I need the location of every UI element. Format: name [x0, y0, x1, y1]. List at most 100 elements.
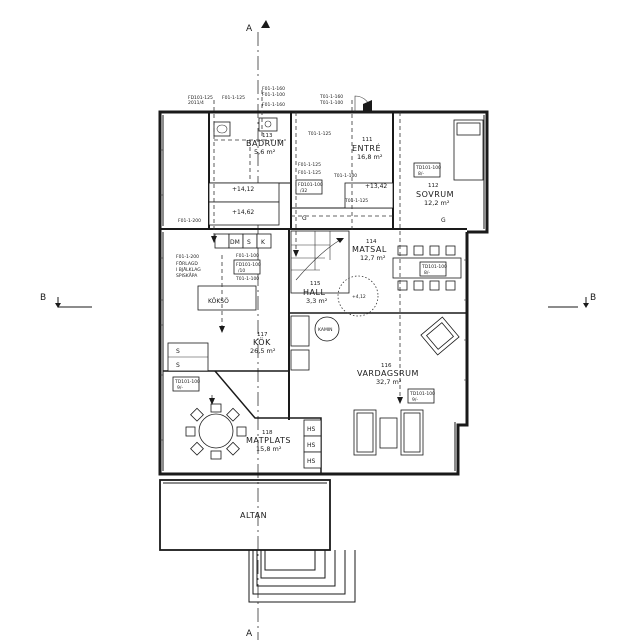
fireplace-label: KAMIN: [318, 327, 333, 333]
vent-tag: FD101-125: [188, 95, 213, 101]
svg-text:KÖK: KÖK: [253, 337, 271, 347]
svg-text:15,8 m²: 15,8 m²: [256, 445, 282, 453]
level-label: +4,12: [352, 294, 366, 300]
svg-text:VARDAGSRUM: VARDAGSRUM: [357, 369, 419, 378]
svg-text:116: 116: [381, 363, 392, 369]
vent-tag: FD101-100: [236, 262, 261, 268]
svg-text:117: 117: [257, 332, 268, 338]
svg-text:32,7 m²: 32,7 m²: [376, 378, 402, 386]
label-s: S: [176, 348, 180, 355]
room-label-badrum: 113 BADRUM 5,6 m²: [246, 133, 284, 156]
vent-tag: F01-1-200: [176, 254, 199, 260]
svg-text:112: 112: [428, 183, 439, 189]
svg-text:12,2 m²: 12,2 m²: [424, 199, 450, 207]
vent-tag: I BJÄLKLAG: [176, 266, 201, 273]
vent-tag: 9/-: [412, 397, 418, 403]
level-label: +14,12: [232, 186, 254, 193]
terrace-label: ALTAN: [240, 511, 267, 520]
svg-text:MATPLATS: MATPLATS: [246, 436, 291, 445]
hs-cabinets: HS HS HS: [303, 419, 322, 469]
terrace-steps: [248, 550, 356, 603]
svg-text:MATSAL: MATSAL: [352, 245, 387, 254]
svg-text:111: 111: [362, 137, 373, 143]
section-mark-b-right: B: [590, 293, 596, 303]
svg-text:16,8 m²: 16,8 m²: [357, 153, 383, 161]
room-label-vardagsrum: 116 VARDAGSRUM 32,7 m²: [357, 363, 419, 386]
section-line-a: A A: [246, 20, 270, 640]
badrum-fixtures: [213, 117, 286, 180]
vent-tag: F01-1-125: [222, 95, 245, 101]
terrace: ALTAN: [159, 479, 331, 551]
label-hs: HS: [307, 458, 316, 465]
svg-text:SOVRUM: SOVRUM: [416, 190, 454, 199]
vent-tag: F01-1-200: [178, 218, 201, 224]
svg-text:115: 115: [310, 281, 321, 287]
vent-tag: T01-1-160: [319, 94, 343, 100]
vent-tag: SPISKÅPA: [176, 272, 198, 279]
level-label: +14,62: [232, 209, 254, 216]
gas-label: G: [441, 217, 446, 224]
label-hs: HS: [307, 442, 316, 449]
fireplace: KAMIN: [314, 316, 340, 342]
label-hs: HS: [307, 426, 316, 433]
vent-tag: /10: [238, 268, 245, 274]
section-mark-a-top: A: [246, 24, 253, 34]
vent-tag: T01-1-125: [344, 198, 368, 204]
label-s: S: [247, 239, 251, 246]
bath-platforms: +14,12 +14,62 +13,42: [208, 182, 394, 226]
vent-tag: FD101-100: [298, 182, 323, 188]
svg-text:26,5 m²: 26,5 m²: [250, 347, 276, 355]
vent-tag: TD101-100: [421, 264, 447, 270]
vent-tags: FD101-125 2011/4 F01-1-125 F01-1-160 F01…: [172, 86, 447, 404]
living-room-furniture: [353, 316, 460, 456]
vent-tag: T01-1-100: [319, 100, 343, 106]
exterior-walls: [158, 110, 489, 476]
vent-tag: F01-1-100: [262, 92, 285, 98]
section-line-b: B B: [40, 293, 596, 308]
room-label-matplats: 118 MATPLATS 15,8 m²: [246, 430, 291, 453]
vent-tag: F01-1-125: [298, 170, 321, 176]
vent-tag: TD101-100: [409, 391, 435, 397]
kitchen-island-label: KÖKSÖ: [208, 298, 229, 305]
vent-tag: 2011/4: [188, 100, 204, 106]
entrance-door[interactable]: [354, 95, 372, 113]
room-label-sovrum: 112 SOVRUM 12,2 m²: [416, 183, 454, 207]
vent-tag: TD101-100: [415, 165, 441, 171]
svg-text:3,3 m²: 3,3 m²: [306, 297, 328, 305]
svg-text:114: 114: [366, 239, 377, 245]
level-label: +13,42: [365, 183, 387, 190]
room-label-matsal: 114 MATSAL 12,7 m²: [352, 239, 387, 262]
section-mark-b-left: B: [40, 293, 46, 303]
svg-text:ENTRÉ: ENTRÉ: [352, 142, 381, 153]
vent-tag: 8/-: [418, 171, 424, 177]
vent-tag: T01-1-125: [307, 131, 331, 137]
staircase: +4,12: [290, 230, 379, 317]
kitchen-fixtures: DM S K KÖKSÖ S S: [167, 233, 310, 372]
label-s: S: [176, 362, 180, 369]
vent-tag: 8/-: [424, 270, 430, 276]
room-label-kok: 117 KÖK 26,5 m²: [250, 332, 276, 355]
gas-label: G: [302, 215, 307, 222]
vent-tag: F01-1-160: [262, 86, 285, 92]
vent-tag: T01-1-100: [333, 173, 357, 179]
svg-text:118: 118: [262, 430, 273, 436]
svg-text:113: 113: [262, 133, 273, 139]
matplats-round-table: [185, 403, 247, 460]
room-label-hall: 115 HALL 3,3 m²: [303, 281, 328, 305]
svg-text:BADRUM: BADRUM: [246, 139, 284, 148]
svg-text:12,7 m²: 12,7 m²: [360, 254, 386, 262]
svg-text:5,6 m²: 5,6 m²: [254, 148, 276, 156]
svg-text:HALL: HALL: [303, 288, 325, 297]
label-dm: DM: [230, 239, 240, 246]
label-k: K: [261, 239, 266, 246]
vent-tag: TD101-100: [174, 379, 200, 385]
vent-tag: 9/-: [177, 385, 183, 391]
vent-tag: /32: [300, 188, 307, 194]
vent-tag: F01-1-160: [262, 102, 285, 108]
ventilation-ducts: G G: [209, 90, 446, 405]
section-mark-a-bottom: A: [246, 629, 253, 639]
vent-tag: F01-1-100: [236, 253, 259, 259]
room-label-entre: 111 ENTRÉ 16,8 m²: [352, 137, 383, 161]
sovrum-bed: [453, 119, 484, 181]
